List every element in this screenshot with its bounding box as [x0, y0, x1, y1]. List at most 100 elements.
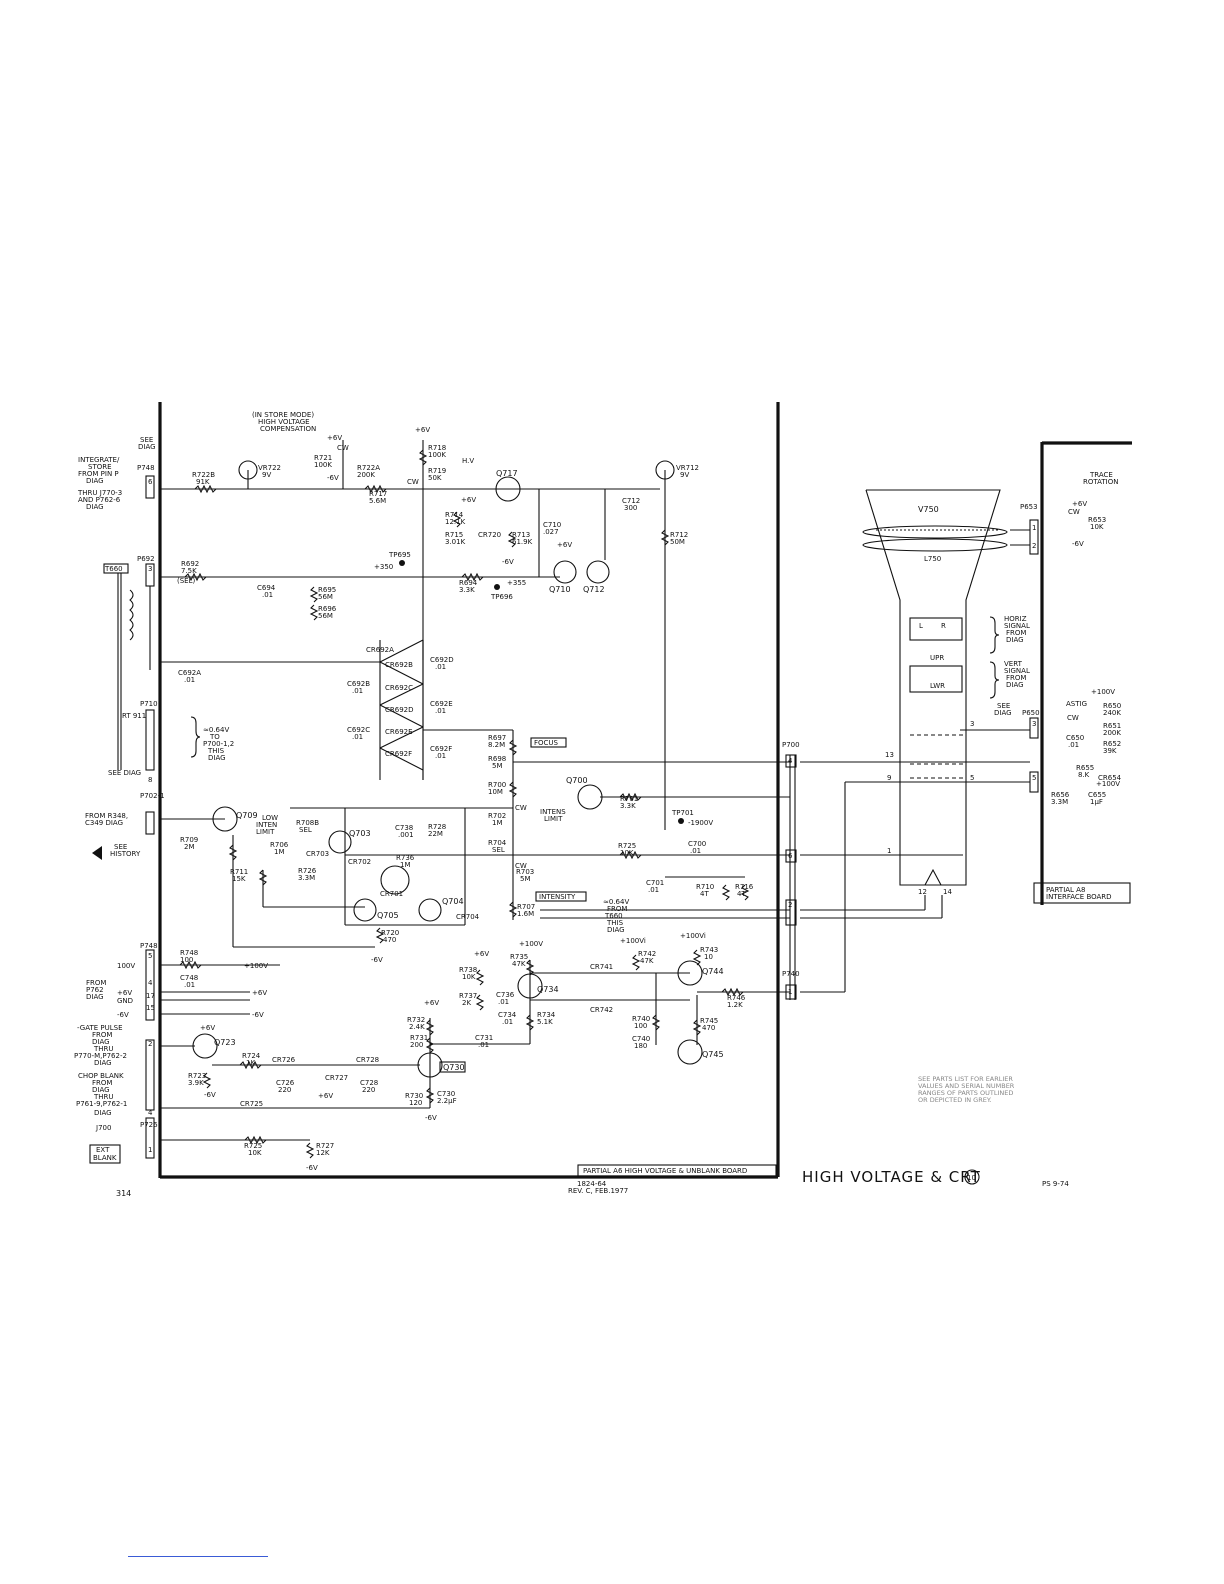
label-pin14: 14 — [943, 888, 952, 896]
label-r700: R700 — [488, 781, 506, 789]
tp695-dot — [399, 560, 405, 566]
label-n1: 1 — [148, 1146, 152, 1154]
label-r710-v: 4T — [700, 890, 709, 898]
label-n4: 4 — [148, 1109, 153, 1117]
label-r740: R740 — [632, 1015, 650, 1023]
label-c734: C734 — [498, 1011, 517, 1019]
label-p6v: +6V — [1072, 500, 1087, 508]
label-cr701: CR701 — [380, 890, 403, 898]
label-j700: J700 — [95, 1124, 111, 1132]
label-c748-v: .01 — [184, 981, 195, 989]
label-r727: R727 — [316, 1142, 334, 1150]
label-r656: R656 — [1051, 791, 1070, 799]
label-p6v: +6V — [318, 1092, 333, 1100]
label-p692: P692 — [137, 555, 155, 563]
transistor-q700 — [577, 784, 603, 810]
transistor-q712 — [586, 560, 610, 584]
label-r726: R726 — [298, 867, 317, 875]
label-r737-v: 2K — [462, 999, 471, 1007]
label-c728: C728 — [360, 1079, 378, 1087]
label-diag-w: DIAG — [208, 754, 226, 762]
label-q703: Q703 — [349, 829, 371, 838]
label-cr720: CR720 — [478, 531, 501, 539]
label-p770: P770-M,P762-2 — [74, 1052, 127, 1060]
label-r692: R692 — [181, 560, 199, 568]
label-partial-a6: PARTIAL A6 HIGH VOLTAGE & UNBLANK BOARD — [583, 1167, 747, 1175]
label-r655: R655 — [1076, 764, 1094, 772]
label-r652: R652 — [1103, 740, 1121, 748]
label-vr712: VR712 — [676, 464, 699, 472]
transformer-t660 — [103, 563, 134, 770]
transistor-q744 — [677, 960, 703, 986]
label-date-code: PS 9-74 — [1042, 1180, 1069, 1188]
label-cr692b: CR692B — [385, 661, 413, 669]
label-cr692e: CR692E — [385, 728, 413, 736]
label-diag8: DIAG — [994, 709, 1012, 717]
label-r712-v: 50M — [670, 538, 685, 546]
label-v350: +350 — [374, 563, 393, 571]
label-c736-v: .01 — [498, 998, 509, 1006]
label-r703-v: 5M — [520, 875, 531, 883]
label-hv-comp: HIGH VOLTAGE — [258, 418, 310, 426]
zener-vr712 — [655, 460, 675, 480]
label-cr702: CR702 — [348, 858, 371, 866]
label-r743-v: 10 — [704, 953, 713, 961]
label-r714: R714 — [445, 511, 464, 519]
label-p100vi2: +100Vi — [620, 937, 646, 945]
label-chop: CHOP BLANK — [78, 1072, 124, 1080]
label-r702: R702 — [488, 812, 506, 820]
label-p100v: +100V — [1096, 780, 1120, 788]
label-diag4: DIAG — [92, 1086, 110, 1094]
label-r732-v: 2.4K — [409, 1023, 425, 1031]
label-c655: C655 — [1088, 791, 1106, 799]
label-p650: P650 — [1022, 709, 1040, 717]
label-m1900: -1900V — [688, 819, 713, 827]
label-p700: P700 — [782, 741, 800, 749]
label-r704: R704 — [488, 839, 507, 847]
label-to: TO — [209, 733, 220, 741]
label-c692b: C692B — [347, 680, 370, 688]
label-r694: R694 — [459, 579, 478, 587]
label-this2: THIS — [606, 919, 624, 927]
label-v01: .01 — [352, 733, 363, 741]
label-from3: FROM — [92, 1031, 112, 1039]
label-r719: R719 — [428, 467, 446, 475]
label-m6v: -6V — [306, 1164, 318, 1172]
label-m6v: -6V — [371, 956, 383, 964]
label-rt911: RT 911 — [122, 712, 146, 720]
label-vr722: VR722 — [258, 464, 281, 472]
label-r728: R728 — [428, 823, 446, 831]
label-n4: 4 — [148, 979, 153, 987]
label-r748-v: 100 — [180, 956, 193, 964]
label-pin13: 13 — [885, 751, 894, 759]
label-q717: Q717 — [496, 469, 518, 478]
label-r725-v: 10K — [248, 1149, 262, 1157]
transistor-cr702 — [380, 865, 410, 895]
label-r708b-sel: SEL — [299, 826, 312, 834]
label-r656-v: 3.3M — [1051, 798, 1068, 806]
label-q709: Q709 — [236, 811, 258, 820]
label-c650: C650 — [1066, 734, 1084, 742]
label-partial-a8: PARTIAL A8 — [1046, 886, 1085, 894]
label-n2: 2 — [788, 901, 792, 909]
label-m6v: -6V — [204, 1091, 216, 1099]
label-limit2: LIMIT — [544, 815, 563, 823]
label-c692f: C692F — [430, 745, 452, 753]
left-connectors — [145, 475, 155, 1159]
multiplier-diodes — [379, 639, 424, 780]
label-r702-v: 1M — [492, 819, 503, 827]
label-r735: R735 — [510, 953, 528, 961]
label-r694-v: 3.3K — [459, 586, 475, 594]
label-r721-v: 100K — [314, 461, 332, 469]
label-r701: R701 — [620, 795, 638, 803]
label-cr728: CR728 — [356, 1056, 379, 1064]
label-c726-v: 220 — [278, 1086, 291, 1094]
label-r655-v: 8.K — [1078, 771, 1090, 779]
label-n6: 6 — [148, 478, 153, 486]
label-r: R — [941, 622, 946, 630]
label-r725: R725 — [244, 1142, 262, 1150]
label-v750: V750 — [918, 505, 939, 514]
label-c650-v: .01 — [1068, 741, 1079, 749]
label-r746-v: 1.2K — [727, 1001, 743, 1009]
label-r695: R695 — [318, 586, 336, 594]
